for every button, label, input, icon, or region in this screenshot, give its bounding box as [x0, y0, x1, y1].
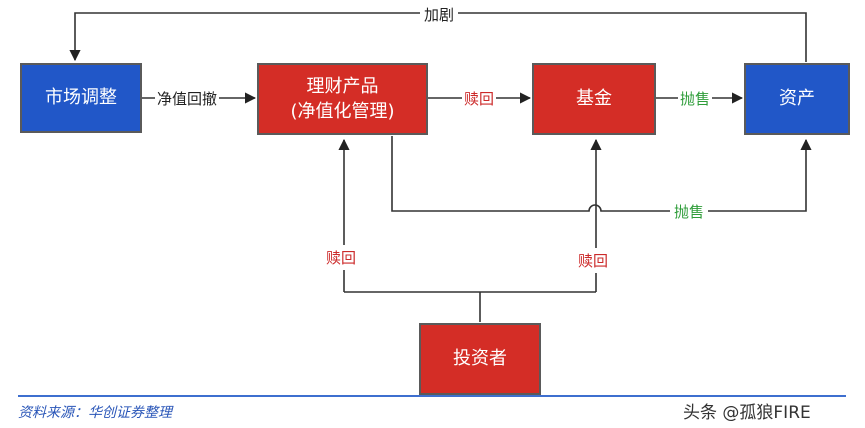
- edge-sell-wealth-asset: [391, 136, 812, 212]
- asset-node: 资产: [744, 63, 850, 135]
- label-sell-fund-asset: 抛售: [678, 88, 713, 109]
- market-adjustment-label: 市场调整: [45, 87, 117, 109]
- wealth-product-node: 理财产品 (净值化管理): [257, 63, 428, 135]
- label-redeem-wealth-fund: 赎回: [462, 88, 497, 109]
- source-note: 资料来源：华创证券整理: [18, 405, 172, 421]
- fund-label: 基金: [576, 88, 612, 110]
- watermark: 头条 @孤狼FIRE: [683, 403, 811, 423]
- investor-label: 投资者: [453, 348, 507, 370]
- label-investor-redeem-fund: 赎回: [576, 248, 611, 273]
- label-nav-drawdown: 净值回撤: [155, 88, 220, 109]
- wealth-product-sublabel: (净值化管理): [290, 101, 395, 122]
- footer-rule: [18, 395, 846, 397]
- label-sell-wealth-asset: 抛售: [670, 201, 709, 222]
- market-adjustment-node: 市场调整: [20, 63, 142, 133]
- label-top-loop: 加剧: [420, 4, 459, 25]
- wealth-product-label: 理财产品: [306, 75, 379, 97]
- investor-node: 投资者: [419, 323, 541, 395]
- label-investor-redeem-wealth: 赎回: [324, 245, 359, 270]
- asset-label: 资产: [779, 88, 815, 110]
- fund-node: 基金: [532, 63, 656, 135]
